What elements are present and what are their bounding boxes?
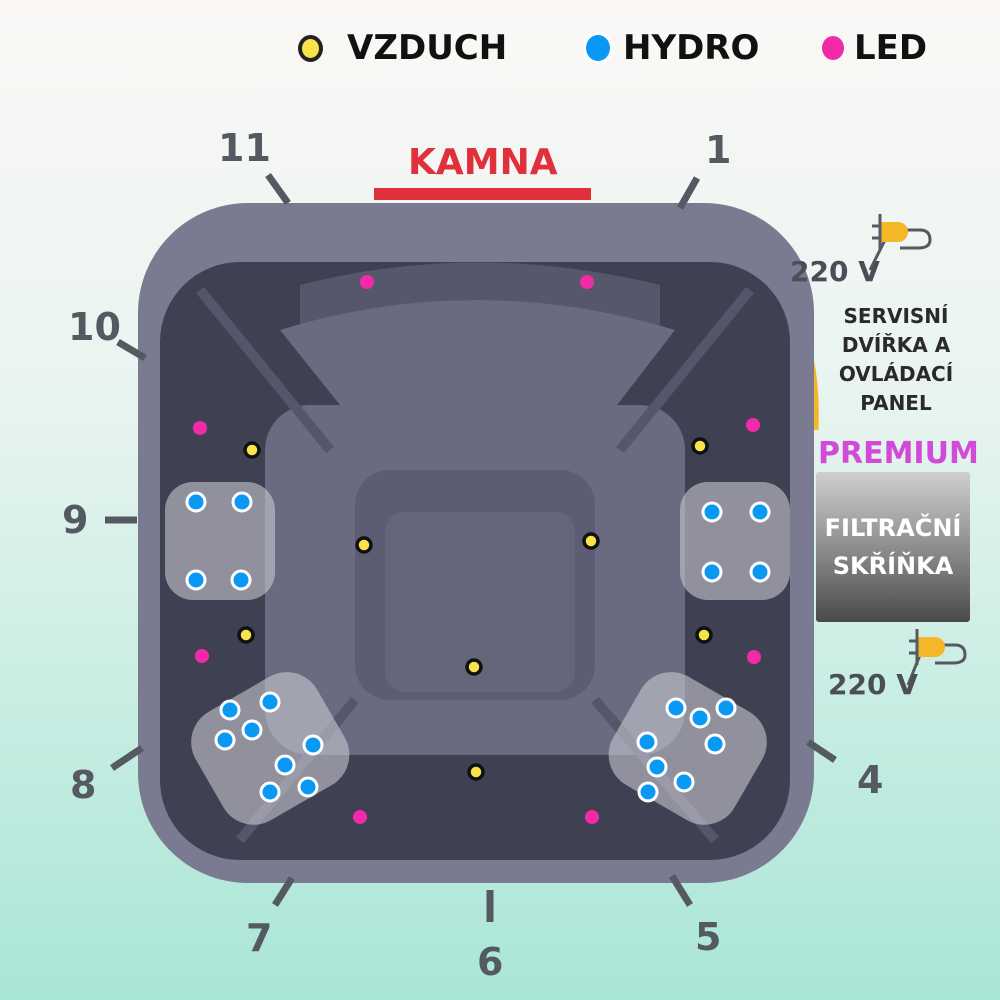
- led-light: [195, 649, 209, 663]
- air-jet: [237, 626, 255, 644]
- kamna-label: KAMNA: [408, 142, 558, 183]
- hydro-jet: [274, 754, 296, 776]
- position-10: 10: [68, 305, 121, 349]
- hydro-jet: [715, 697, 737, 719]
- top-seat: [300, 262, 660, 330]
- filter-line-2: SKŘÍŇKA: [832, 552, 954, 580]
- position-6: 6: [477, 940, 504, 984]
- hydro-jet: [297, 776, 319, 798]
- hydro-jet: [701, 501, 723, 523]
- hydro-jet: [185, 569, 207, 591]
- legend-hydro: HYDRO: [583, 28, 759, 68]
- hydro-jet: [231, 491, 253, 513]
- service-door-label: SERVISNÍ DVÍŘKA A OVLÁDACÍ PANEL: [826, 302, 966, 418]
- hydro-dot-icon: [583, 32, 613, 64]
- power-plug-icon-bottom: [906, 629, 967, 686]
- premium-label: PREMIUM: [818, 436, 979, 471]
- led-dot-icon: [822, 36, 844, 60]
- air-jet: [695, 626, 713, 644]
- position-tick: [806, 739, 837, 763]
- hydro-jet: [185, 491, 207, 513]
- position-tick: [110, 745, 144, 771]
- hydro-jet: [704, 733, 726, 755]
- hydro-jet: [701, 561, 723, 583]
- hydro-jet: [749, 501, 771, 523]
- position-tick: [116, 338, 147, 362]
- service-line-1: SERVISNÍ: [843, 304, 949, 328]
- position-4: 4: [857, 758, 884, 802]
- air-jet: [467, 763, 485, 781]
- hydro-jet: [749, 561, 771, 583]
- service-line-3: OVLÁDACÍ: [838, 362, 954, 386]
- power-plug-icon-top: [868, 214, 932, 271]
- position-9: 9: [62, 498, 89, 542]
- led-light: [360, 275, 374, 289]
- seat-dividers: [196, 286, 754, 844]
- power-label-top: 220 V: [790, 255, 880, 288]
- led-light: [580, 275, 594, 289]
- position-7: 7: [246, 916, 273, 960]
- hydro-jet: [241, 719, 263, 741]
- led-light: [193, 421, 207, 435]
- legend-air: VZDUCH: [298, 28, 507, 68]
- hydro-jet: [230, 569, 252, 591]
- position-tick: [265, 172, 291, 206]
- hydro-jet: [637, 781, 659, 803]
- air-jet: [582, 532, 600, 550]
- led-light: [747, 650, 761, 664]
- legend-led: LED: [822, 28, 927, 68]
- hydro-jet: [636, 731, 658, 753]
- air-dot-icon: [298, 34, 323, 62]
- hydro-jet: [302, 734, 324, 756]
- air-jet: [355, 536, 373, 554]
- led-light: [353, 810, 367, 824]
- kamna-bar: [374, 188, 591, 200]
- position-5: 5: [695, 915, 722, 959]
- service-line-2: DVÍŘKA A: [841, 333, 951, 357]
- filter-line-1: FILTRAČNÍ: [824, 514, 962, 542]
- jet-pad-right: [680, 482, 790, 600]
- position-1: 1: [705, 128, 732, 172]
- position-tick: [272, 876, 295, 907]
- legend-hydro-label: HYDRO: [623, 28, 760, 68]
- position-tick: [669, 874, 693, 907]
- service-line-4: PANEL: [860, 391, 932, 415]
- led-light: [746, 418, 760, 432]
- hydro-jet: [259, 781, 281, 803]
- legend-air-label: VZDUCH: [347, 28, 508, 68]
- air-jet: [465, 658, 483, 676]
- led-light: [585, 810, 599, 824]
- footwell-floor: [385, 512, 575, 692]
- position-11: 11: [218, 126, 271, 170]
- hydro-jet: [259, 691, 281, 713]
- hydro-jet: [665, 697, 687, 719]
- hydro-jet: [689, 707, 711, 729]
- air-jet: [691, 437, 709, 455]
- hydro-jet: [214, 729, 236, 751]
- filter-cabinet: FILTRAČNÍ SKŘÍŇKA: [816, 472, 970, 622]
- air-jet: [243, 441, 261, 459]
- hydro-jet: [219, 699, 241, 721]
- position-tick: [676, 176, 701, 210]
- hydro-jet: [673, 771, 695, 793]
- position-8: 8: [70, 763, 97, 807]
- power-label-bottom: 220 V: [828, 668, 918, 701]
- jet-pad-left: [165, 482, 275, 600]
- hydro-jet: [646, 756, 668, 778]
- legend-led-label: LED: [854, 28, 928, 68]
